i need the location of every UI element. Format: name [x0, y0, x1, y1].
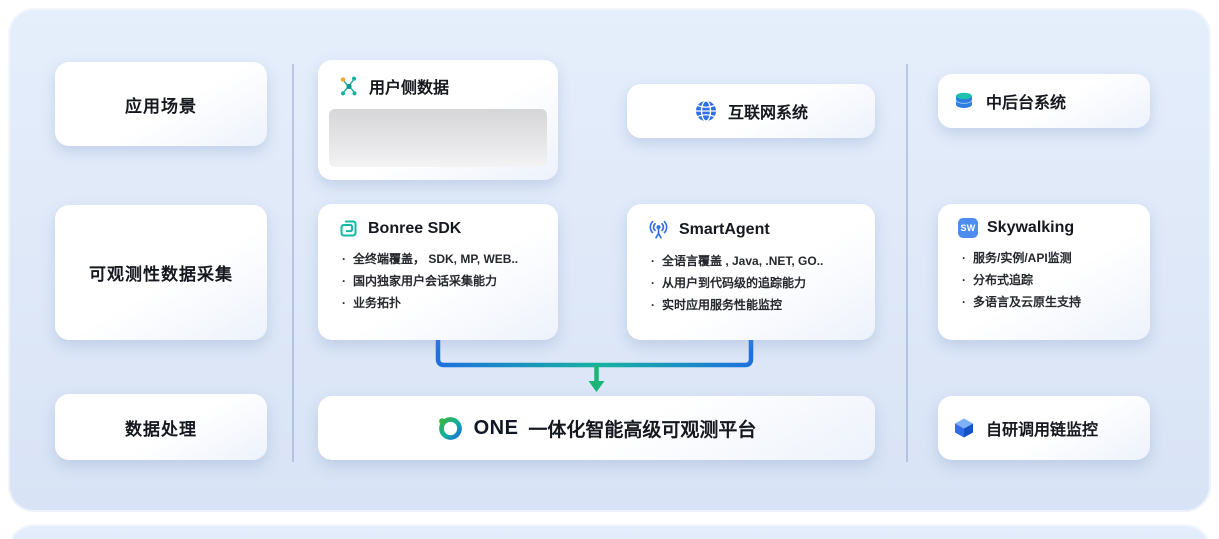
divider-right: [906, 64, 908, 462]
smartagent-card: SmartAgent 全语言覆盖 , Java, .NET, GO.. 从用户到…: [627, 204, 875, 340]
bullet-item: 国内独家用户会话采集能力: [342, 270, 550, 292]
internet-systems-title: 互联网系统: [727, 105, 808, 122]
bonree-sdk-card: Bonree SDK 全终端覆盖， SDK, MP, WEB.. 国内独家用户会…: [318, 204, 558, 340]
internet-systems-card: 互联网系统: [627, 84, 875, 138]
skywalking-badge-icon: SW: [958, 218, 978, 238]
bonree-sdk-header: Bonree SDK: [318, 204, 558, 239]
bullet-text: 服务/实例/API监测: [973, 251, 1072, 265]
row-label-observability-collection: 可观测性数据采集: [55, 205, 267, 340]
smartagent-title: SmartAgent: [679, 220, 770, 238]
row-label-application-scenarios: 应用场景: [55, 62, 267, 146]
bullet-text: 全语言覆盖 , Java, .NET, GO..: [662, 254, 824, 268]
skywalking-header: SW Skywalking: [938, 204, 1150, 238]
bullet-item: 多语言及云原生支持: [962, 291, 1142, 313]
bullet-text: 实时应用服务性能监控: [662, 298, 783, 313]
bonree-one-logo-icon: [437, 415, 464, 442]
user-data-preview-blur: [329, 109, 547, 167]
bullet-text: 全终端覆盖， SDK, MP, WEB..: [353, 252, 519, 266]
user-side-data-header: 用户侧数据: [318, 60, 558, 98]
row-label-text: 数据处理: [125, 419, 197, 439]
row-label-data-processing: 数据处理: [55, 394, 267, 460]
bullet-item: 业务拓扑: [342, 292, 550, 314]
bullet-item: 全语言覆盖 , Java, .NET, GO..: [651, 250, 867, 272]
skywalking-bullets: 服务/实例/API监测 分布式追踪 多语言及云原生支持: [938, 247, 1150, 314]
skywalking-title: Skywalking: [987, 219, 1075, 236]
row-label-text: 应用场景: [125, 96, 197, 116]
backend-systems-card: 中后台系统: [938, 74, 1150, 128]
bullet-item: 服务/实例/API监测: [962, 247, 1142, 269]
bullet-text: 分布式追踪: [973, 273, 1034, 288]
user-side-data-card: 用户侧数据: [318, 60, 558, 180]
one-platform-brand: ONE: [473, 416, 519, 439]
smartagent-header: SmartAgent: [627, 204, 875, 241]
self-tracing-card: 自研调用链监控: [938, 396, 1150, 460]
bullet-item: 从用户到代码级的追踪能力: [651, 272, 867, 294]
bullet-item: 全终端覆盖， SDK, MP, WEB..: [342, 248, 550, 270]
bullet-text: 国内独家用户会话采集能力: [353, 274, 498, 289]
database-cylinder-icon: [952, 89, 976, 113]
bullet-text: 多语言及云原生支持: [973, 295, 1082, 310]
bullet-item: 实时应用服务性能监控: [651, 294, 867, 316]
bullet-text: 从用户到代码级的追踪能力: [662, 276, 807, 291]
smartagent-bullets: 全语言覆盖 , Java, .NET, GO.. 从用户到代码级的追踪能力 实时…: [627, 250, 875, 317]
divider-left: [292, 64, 294, 462]
one-platform-title: 一体化智能高级可观测平台: [528, 419, 757, 441]
globe-icon: [694, 99, 718, 123]
backend-systems-title: 中后台系统: [986, 95, 1067, 112]
bullet-item: 分布式追踪: [962, 269, 1142, 291]
user-tree-icon: [338, 75, 360, 97]
one-platform-card: ONE 一体化智能高级可观测平台: [318, 396, 875, 460]
row-label-text: 可观测性数据采集: [89, 265, 233, 284]
self-tracing-title: 自研调用链监控: [986, 422, 1099, 439]
bullet-text: 业务拓扑: [353, 296, 402, 311]
bonree-sdk-title: Bonree SDK: [368, 219, 462, 237]
bonree-sdk-icon: [338, 218, 359, 239]
cube-gem-icon: [952, 416, 976, 440]
skywalking-card: SW Skywalking 服务/实例/API监测 分布式追踪 多语言及云原生支…: [938, 204, 1150, 340]
bonree-sdk-bullets: 全终端覆盖， SDK, MP, WEB.. 国内独家用户会话采集能力 业务拓扑: [318, 248, 558, 315]
bottom-panel: [8, 524, 1211, 539]
user-side-data-title: 用户侧数据: [369, 80, 450, 97]
smartagent-broadcast-icon: [647, 218, 670, 241]
